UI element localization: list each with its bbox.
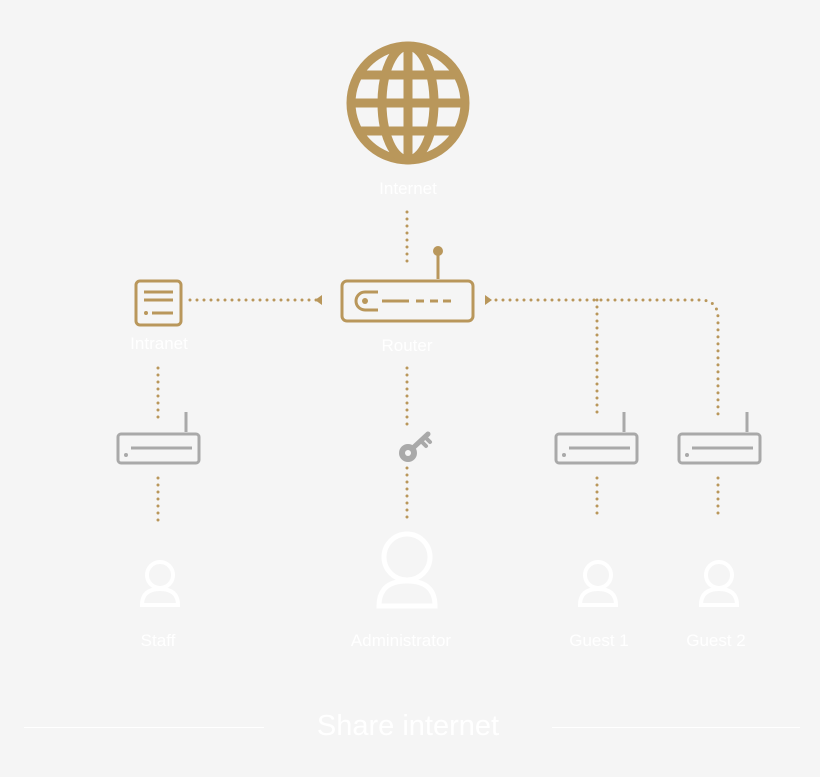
staff-label: Staff <box>140 631 176 650</box>
arrow-to-guests <box>485 295 492 305</box>
guest1-user-icon <box>577 560 619 607</box>
footer-rule-right <box>552 727 800 728</box>
connector-router-guests <box>494 298 720 420</box>
server-led <box>144 311 148 315</box>
administrator-label: Administrator <box>350 631 452 650</box>
intranet-label: Intranet <box>130 334 188 353</box>
staff-router-icon <box>116 412 201 465</box>
globe-icon <box>346 41 470 165</box>
guest2-label: Guest 2 <box>686 631 746 650</box>
internet-label: Internet <box>379 179 437 198</box>
administrator-user-icon <box>376 531 438 609</box>
guest1-router-icon <box>554 412 639 465</box>
router-led <box>362 298 368 304</box>
router-icon <box>340 252 475 323</box>
footer-rule-left <box>24 727 264 728</box>
router-antenna-tip <box>433 246 443 256</box>
router-label: Router <box>381 336 433 355</box>
guest2-user-icon <box>698 560 740 607</box>
key-icon <box>399 431 432 462</box>
staff-user-icon <box>139 560 181 607</box>
guest2-router-icon <box>677 412 762 465</box>
footer-title: Share internet <box>316 710 500 742</box>
server-icon <box>134 279 183 327</box>
arrow-to-intranet <box>315 295 322 305</box>
guest1-label: Guest 1 <box>569 631 629 650</box>
